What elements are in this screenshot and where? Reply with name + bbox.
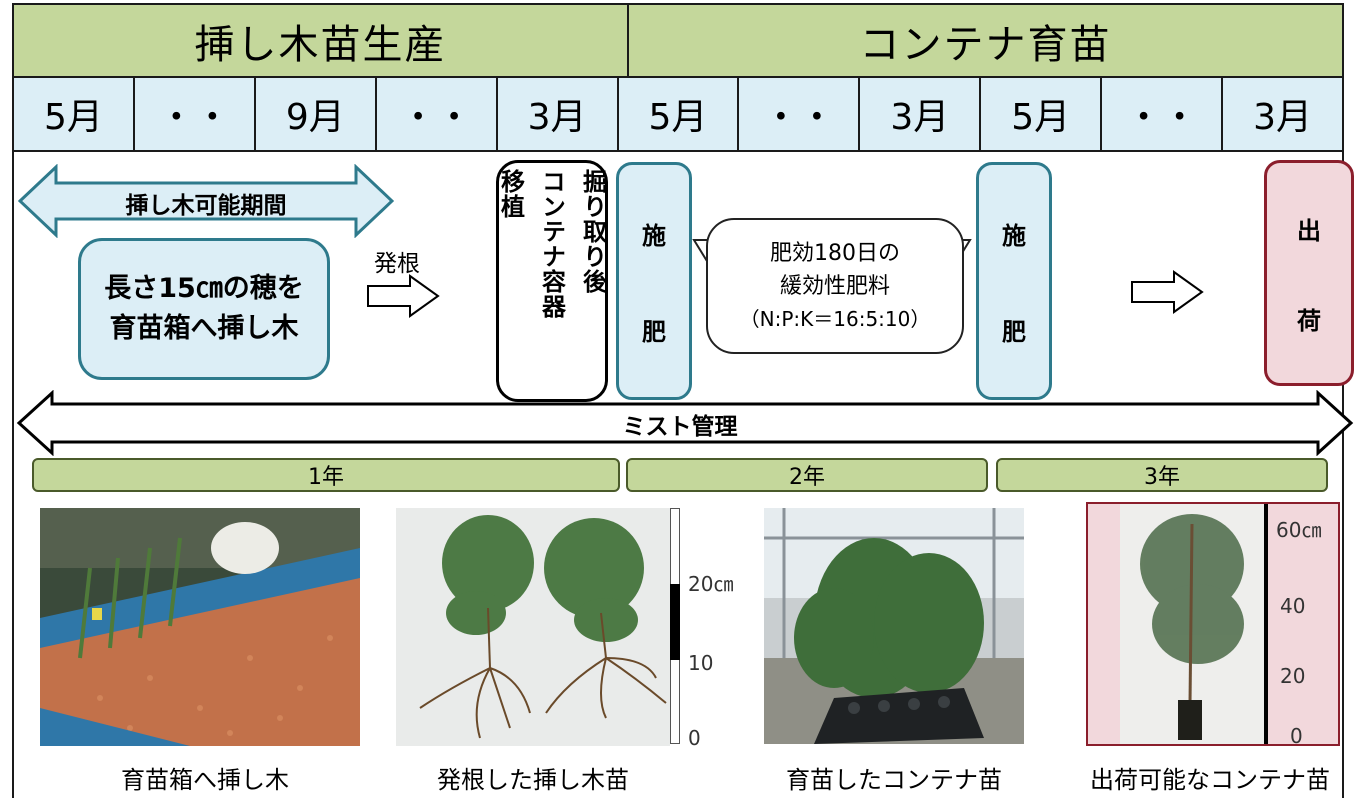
caption-container: 育苗したコンテナ苗 bbox=[786, 766, 1002, 794]
month-cell: 5月 bbox=[14, 78, 135, 150]
caption-shippable: 出荷可能なコンテナ苗 bbox=[1090, 766, 1330, 794]
fertilizer-note-line2: 緩効性肥料 bbox=[779, 273, 890, 299]
scale-tick-0: 0 bbox=[688, 726, 701, 750]
scale-tick-20: 20 bbox=[1280, 664, 1306, 688]
mist-arrow bbox=[16, 390, 1354, 456]
month-cell: ・・ bbox=[739, 78, 861, 150]
fertilize-bottom: 肥 bbox=[642, 317, 666, 346]
header-cutting-production: 挿し木苗生産 bbox=[12, 3, 629, 78]
scale-tick-20cm: 20㎝ bbox=[688, 572, 734, 596]
frame-left bbox=[12, 3, 14, 798]
container-seedling-photo bbox=[764, 508, 1024, 744]
scale-bar-black bbox=[670, 584, 680, 660]
month-cell: 5月 bbox=[981, 78, 1103, 150]
rooted-cutting-photo bbox=[396, 508, 670, 746]
frame-right bbox=[1342, 3, 1344, 798]
fertilize-box-2: 施 肥 bbox=[976, 162, 1052, 400]
fertilize-top: 施 bbox=[1002, 221, 1026, 250]
scale-tick-10: 10 bbox=[688, 651, 714, 675]
month-cell: ・・ bbox=[376, 78, 498, 150]
cutting-period-label: 挿し木可能期間 bbox=[125, 193, 287, 219]
cutting-box-line1: 長さ15㎝の穂を bbox=[104, 273, 304, 304]
scale-tick-60cm: 60㎝ bbox=[1276, 518, 1322, 542]
fertilizer-note: 肥効180日の 緩効性肥料 （N:P:K＝16:5:10） bbox=[706, 218, 964, 354]
scale-tick-40: 40 bbox=[1280, 594, 1306, 618]
month-cell: ・・ bbox=[134, 78, 256, 150]
transplant-box: 掘り取り後 コンテナ容器 移植 bbox=[496, 160, 608, 402]
fertilize-box-1: 施 肥 bbox=[616, 162, 692, 400]
year-bar-3: 3年 bbox=[996, 458, 1328, 492]
fertilize-top: 施 bbox=[642, 221, 666, 250]
year-bar-1: 1年 bbox=[32, 458, 620, 492]
month-cell: 3月 bbox=[860, 78, 982, 150]
shipping-top: 出 bbox=[1297, 216, 1321, 245]
caption-cutting: 育苗箱へ挿し木 bbox=[121, 766, 289, 794]
mist-label: ミスト管理 bbox=[622, 414, 738, 440]
month-cell: 3月 bbox=[497, 78, 619, 150]
month-row: 5月 ・・ 9月 ・・ 3月 5月 ・・ 3月 5月 ・・ 3月 bbox=[12, 78, 1344, 152]
transplant-col3: 移植 bbox=[496, 169, 525, 219]
rooting-label: 発根 bbox=[374, 251, 420, 277]
transplant-col2: コンテナ容器 bbox=[537, 169, 566, 319]
month-cell: 5月 bbox=[618, 78, 740, 150]
fertilize-bottom: 肥 bbox=[1002, 317, 1026, 346]
caption-rooted: 発根した挿し木苗 bbox=[437, 766, 629, 794]
month-cell: ・・ bbox=[1102, 78, 1224, 150]
rooting-arrow bbox=[367, 274, 440, 318]
scale-tick-0: 0 bbox=[1290, 724, 1303, 748]
shipping-arrow bbox=[1131, 270, 1204, 314]
month-cell: 3月 bbox=[1223, 78, 1342, 150]
fertilizer-note-line3: （N:P:K＝16:5:10） bbox=[739, 306, 931, 331]
cutting-box: 長さ15㎝の穂を 育苗箱へ挿し木 bbox=[78, 238, 330, 380]
scale-ruler-4 bbox=[1264, 504, 1268, 744]
shippable-seedling-photo bbox=[1120, 504, 1264, 744]
transplant-col1: 掘り取り後 bbox=[578, 169, 607, 294]
fertilizer-note-line1: 肥効180日の bbox=[770, 240, 900, 266]
cutting-box-line2: 育苗箱へ挿し木 bbox=[109, 313, 299, 344]
month-cell: 9月 bbox=[255, 78, 377, 150]
shipping-bottom: 荷 bbox=[1297, 306, 1321, 335]
cutting-period-arrow bbox=[18, 164, 394, 238]
shipping-box: 出 荷 bbox=[1264, 160, 1354, 386]
header-container-nursery: コンテナ育苗 bbox=[627, 3, 1344, 78]
cutting-photo bbox=[40, 508, 360, 746]
year-bar-2: 2年 bbox=[626, 458, 988, 492]
